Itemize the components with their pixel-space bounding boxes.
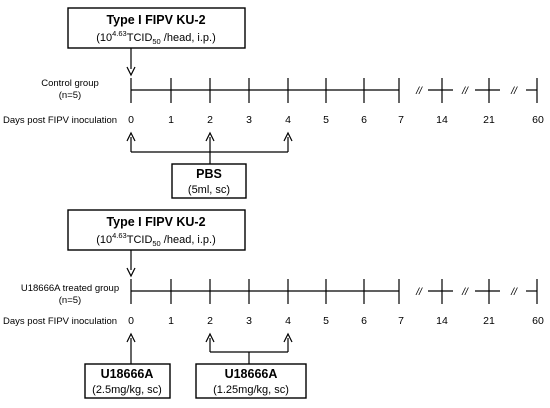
treatment-name: U18666A bbox=[225, 367, 278, 381]
day-label: 21 bbox=[483, 315, 495, 327]
axis-break: // bbox=[415, 85, 423, 97]
day-label: 2 bbox=[207, 315, 213, 327]
day-label: 14 bbox=[436, 315, 448, 327]
day-label: 3 bbox=[246, 114, 252, 126]
day-label: 2 bbox=[207, 114, 213, 126]
treatment-dose: (1.25mg/kg, sc) bbox=[213, 384, 289, 396]
day-label: 5 bbox=[323, 315, 329, 327]
treatment-bracket bbox=[205, 332, 293, 364]
group-label: Control group bbox=[41, 78, 99, 89]
day-label: 6 bbox=[361, 315, 367, 327]
arrow-head bbox=[126, 66, 136, 77]
group-n: (n=5) bbox=[59, 295, 81, 306]
day-label: 1 bbox=[168, 315, 174, 327]
day-label: 4 bbox=[285, 114, 291, 126]
day-label: 60 bbox=[532, 315, 544, 327]
arrow-head bbox=[126, 267, 136, 278]
group-n: (n=5) bbox=[59, 90, 81, 101]
day-label: 7 bbox=[398, 315, 404, 327]
inoculum-dose: (104.63TCID50 /head, i.p.) bbox=[96, 231, 216, 248]
day-label: 60 bbox=[532, 114, 544, 126]
day-label: 3 bbox=[246, 315, 252, 327]
treatment-box bbox=[84, 363, 171, 399]
treatment-arrow bbox=[126, 332, 136, 364]
axis-break: // bbox=[461, 85, 469, 97]
axis-break: // bbox=[415, 286, 423, 298]
treatment-box bbox=[171, 163, 247, 199]
day-label: 7 bbox=[398, 114, 404, 126]
treatment-name: U18666A bbox=[101, 367, 154, 381]
day-label: 6 bbox=[361, 114, 367, 126]
inoculum-title: Type I FIPV KU-2 bbox=[106, 13, 205, 27]
control-panel: Type I FIPV KU-2 (104.63TCID50 /head, i.… bbox=[3, 7, 544, 199]
day-label: 0 bbox=[128, 114, 134, 126]
treatment-dose: (5ml, sc) bbox=[188, 184, 230, 196]
group-label: U18666A treated group bbox=[21, 283, 119, 294]
inoculum-box bbox=[67, 209, 246, 251]
treatment-bracket bbox=[126, 131, 293, 164]
axis-label: Days post FIPV inoculation bbox=[3, 115, 117, 126]
inoculum-dose: (104.63TCID50 /head, i.p.) bbox=[96, 29, 216, 46]
inoculum-box bbox=[67, 7, 246, 49]
day-label: 0 bbox=[128, 315, 134, 327]
axis-break: // bbox=[510, 286, 518, 298]
inoculum-title: Type I FIPV KU-2 bbox=[106, 215, 205, 229]
day-label: 5 bbox=[323, 114, 329, 126]
day-label: 21 bbox=[483, 114, 495, 126]
axis-break: // bbox=[461, 286, 469, 298]
treated-panel: Type I FIPV KU-2 (104.63TCID50 /head, i.… bbox=[3, 209, 544, 399]
day-label: 4 bbox=[285, 315, 291, 327]
treatment-dose: (2.5mg/kg, sc) bbox=[92, 384, 162, 396]
treatment-name: PBS bbox=[196, 167, 222, 181]
day-label: 14 bbox=[436, 114, 448, 126]
axis-break: // bbox=[510, 85, 518, 97]
day-label: 1 bbox=[168, 114, 174, 126]
treatment-box bbox=[195, 363, 307, 399]
axis-label: Days post FIPV inoculation bbox=[3, 316, 117, 327]
